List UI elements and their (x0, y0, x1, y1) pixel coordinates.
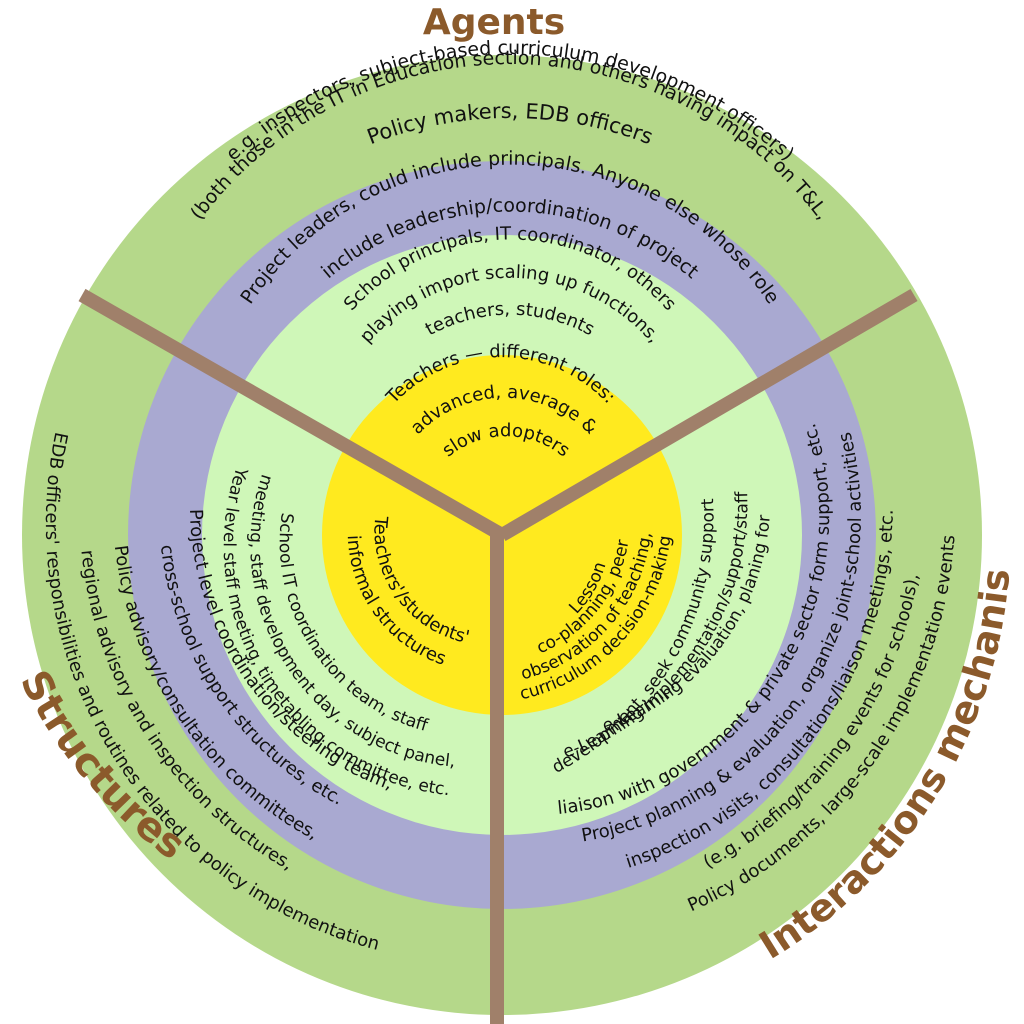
sector-dividers (78, 288, 918, 1024)
agents-title: Agents (423, 2, 565, 43)
divider-left (78, 288, 506, 542)
divider-right (498, 288, 918, 542)
